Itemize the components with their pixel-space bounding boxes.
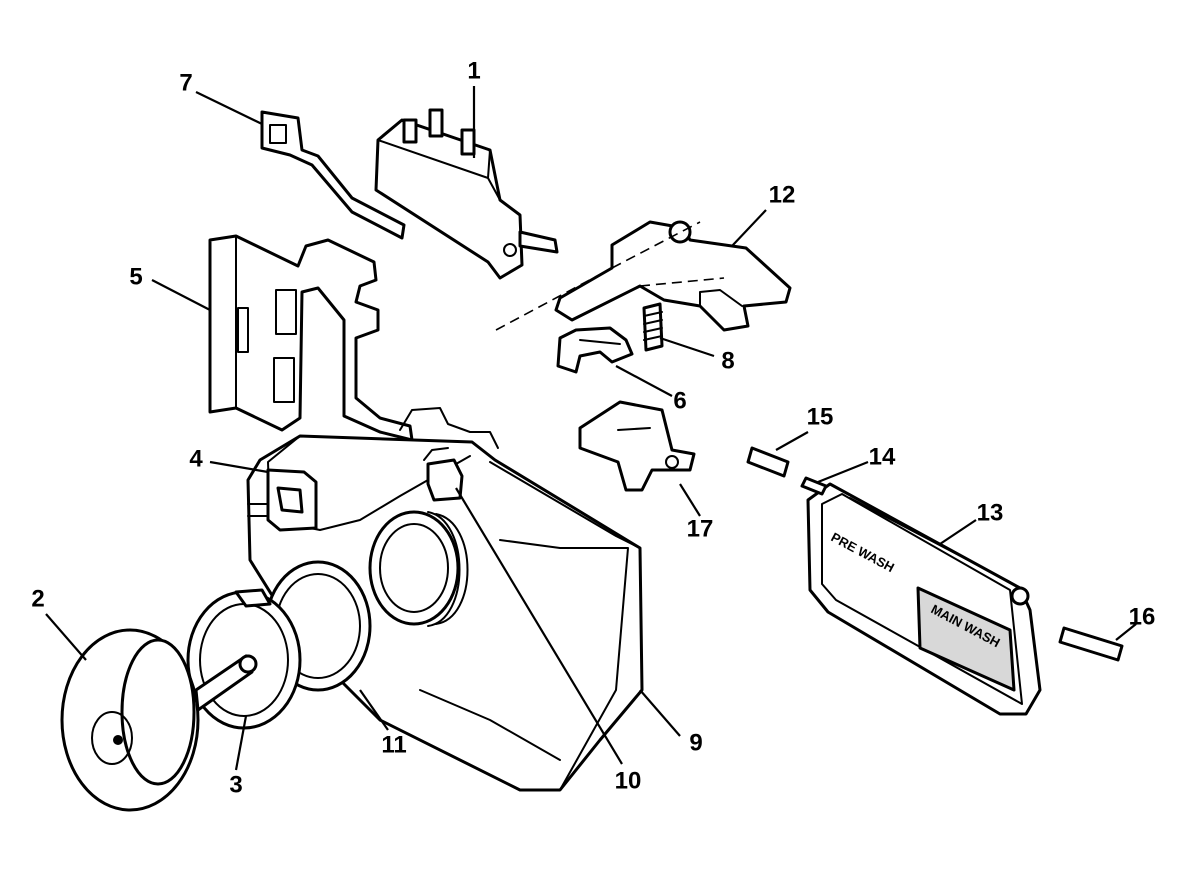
callout-15: 15 (807, 403, 834, 430)
callout-10: 10 (615, 767, 642, 794)
part-4-button (247, 468, 318, 532)
part-6-clip (556, 326, 634, 374)
callout-17: 17 (687, 515, 714, 542)
callout-2: 2 (31, 585, 44, 612)
callout-11: 11 (381, 731, 406, 758)
callout-1: 1 (467, 57, 480, 84)
part-7-bracket (260, 110, 406, 240)
leader-lines (45, 86, 1137, 771)
part-1-switch (374, 108, 559, 280)
part-16-pin (1058, 626, 1124, 662)
callout-16: 16 (1129, 603, 1156, 630)
callout-6: 6 (673, 387, 686, 414)
part-8-spring (642, 302, 664, 352)
housing-threaded-spout (368, 510, 469, 627)
part-17-latch (578, 400, 696, 492)
part-14-pin (800, 476, 828, 496)
callout-8: 8 (721, 347, 734, 374)
callout-3: 3 (229, 771, 242, 798)
part-13-panel: PRE WASH MAIN WASH (806, 482, 1042, 716)
callout-7: 7 (179, 69, 192, 96)
assembly-lines (495, 221, 725, 331)
callout-12: 12 (769, 181, 796, 208)
callout-9: 9 (689, 729, 702, 756)
part-2-knob (60, 628, 258, 812)
part-9-housing (246, 407, 644, 792)
part-15-pin (746, 446, 790, 478)
part-10-cap (423, 447, 464, 502)
callout-5: 5 (129, 263, 142, 290)
part-5-bracket (208, 234, 414, 442)
callout-13: 13 (977, 499, 1004, 526)
callout-4: 4 (189, 445, 203, 472)
part-12-lever (554, 220, 792, 332)
callout-14: 14 (869, 443, 896, 470)
